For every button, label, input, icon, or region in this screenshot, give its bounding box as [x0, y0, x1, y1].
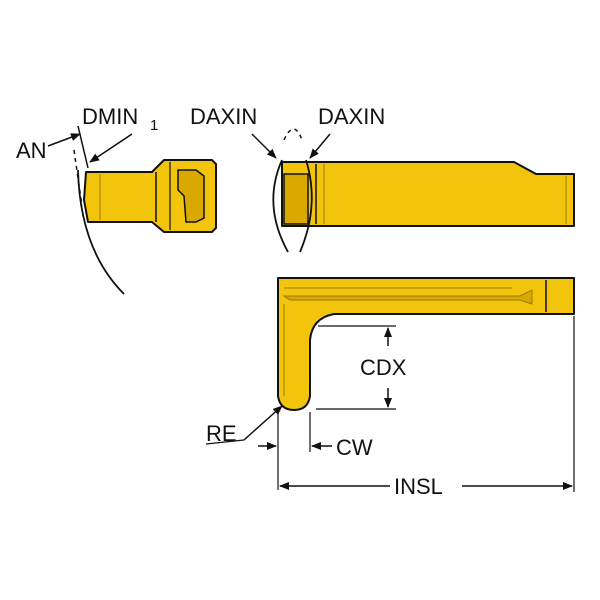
label-daxin-left: DAXIN — [190, 104, 257, 129]
daxin-left-leader — [251, 133, 277, 159]
label-re: RE — [206, 421, 237, 446]
re-underline — [205, 439, 245, 445]
daxin-arc-left — [272, 159, 289, 253]
an-dashed-line — [73, 149, 83, 207]
label-an: AN — [16, 138, 47, 163]
daxin-dashed-arc — [283, 128, 303, 141]
insert-end-view — [47, 125, 217, 295]
label-dmin: DMIN — [82, 104, 138, 129]
label-daxin-right: DAXIN — [318, 104, 385, 129]
dmin-leader — [89, 133, 133, 163]
an-leader — [47, 133, 81, 147]
insert-top-view — [205, 277, 575, 492]
re-leader — [243, 405, 283, 441]
an-angle-line — [77, 125, 89, 169]
label-insl: INSL — [394, 474, 443, 499]
side-view-pocket — [283, 173, 309, 225]
top-view-groove — [282, 289, 533, 305]
dmin-arc — [77, 169, 125, 295]
side-view-body — [281, 161, 575, 227]
insert-side-view — [251, 128, 575, 253]
label-dmin-subscript: 1 — [150, 117, 158, 134]
label-cdx: CDX — [360, 355, 407, 380]
end-view-notch — [177, 169, 205, 223]
daxin-arc-right — [299, 159, 313, 253]
label-cw: CW — [336, 435, 373, 460]
daxin-right-leader — [309, 133, 331, 159]
